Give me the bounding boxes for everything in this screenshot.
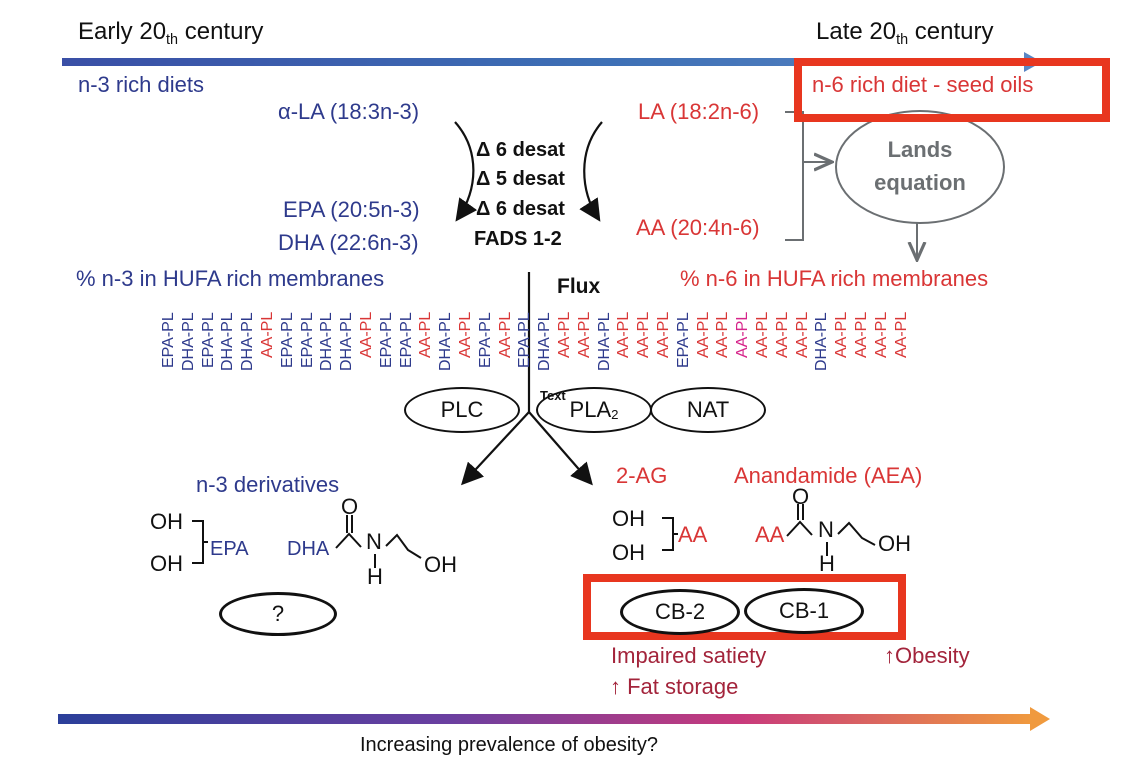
n6-amide-oh: OH (878, 531, 911, 556)
membrane-lipid-label: AA-PL (714, 312, 732, 359)
n3-derivatives-label: n-3 derivatives (196, 472, 340, 497)
n6-amide-o: O (792, 484, 810, 509)
n3-amide-oh: OH (424, 552, 457, 577)
n6-amide-n: N (818, 517, 834, 542)
n6-diol-oh2: OH (612, 540, 645, 565)
text-tag: Text (540, 388, 566, 403)
n3-amide-n: N (366, 529, 382, 554)
membrane-lipid-label: AA-PL (457, 312, 474, 359)
membrane-lipid-label: EPA-PL (516, 312, 534, 368)
n6-aea-label: Anandamide (AEA) (734, 463, 923, 488)
n6-aa-label: AA (20:4n-6) (636, 215, 760, 240)
highlight-box-receptors (583, 574, 906, 640)
membrane-lipid-label: DHA-PL (179, 312, 197, 371)
diol-brackets (192, 517, 678, 564)
early-century-label: Early 20th century (78, 18, 264, 49)
lands-line2: equation (874, 170, 966, 195)
membrane-lipid-label: EPA-PL (674, 312, 692, 368)
n3-amide-skeleton (335, 515, 422, 568)
membrane-lipid-label: EPA-PL (476, 312, 494, 368)
effect-obesity: ↑Obesity (884, 643, 970, 668)
membrane-lipid-label: AA-PL (615, 312, 633, 359)
membrane-lipid-label: AA-PL (872, 312, 890, 359)
n3-diol-oh1: OH (150, 509, 183, 534)
membrane-lipid-label: AA-PL (773, 312, 791, 359)
membrane-lipid-label: AA-PL (417, 312, 435, 359)
membrane-lipid-label: AA-PL (734, 312, 752, 359)
n6-desat-arrow (579, 121, 603, 222)
cb2-receptor-oval: CB-2 (620, 589, 740, 635)
enzyme-fads: FADS 1-2 (474, 228, 562, 250)
enzyme-step1: Δ 6 desat (476, 139, 565, 161)
membrane-lipid-label: EPA-PL (278, 312, 296, 368)
enzyme-step2: Δ 5 desat (476, 168, 565, 190)
membrane-lipid-label: EPA-PL (160, 312, 177, 368)
effect-fat-storage: ↑ Fat storage (610, 674, 739, 699)
effect-impaired-satiety: Impaired satiety (611, 643, 767, 668)
membrane-lipid-label: AA-PL (635, 312, 653, 359)
membrane-lipid-label: EPA-PL (397, 312, 415, 368)
n3-ala-label: α-LA (18:3n-3) (278, 99, 420, 124)
membrane-lipid-label: AA-PL (853, 312, 870, 359)
membrane-lipid-label: AA-PL (892, 312, 910, 359)
cb1-receptor-oval: CB-1 (744, 588, 864, 634)
membrane-lipid-label: EPA-PL (199, 312, 217, 368)
flux-lines (461, 272, 593, 486)
membrane-lipid-label: AA-PL (655, 312, 672, 359)
lands-equation-oval (835, 110, 1005, 224)
membrane-lipid-label: AA-PL (358, 312, 375, 359)
membrane-lipid-label: DHA-PL (437, 312, 455, 371)
membrane-lipid-label: EPA-PL (298, 312, 316, 368)
enzyme-step3: Δ 6 desat (476, 198, 565, 220)
flux-label: Flux (557, 275, 601, 298)
membrane-lipid-label: DHA-PL (338, 312, 356, 371)
membrane-lipid-label: EPA-PL (377, 312, 395, 368)
n3-diol-epa: EPA (210, 538, 249, 560)
late-century-label: Late 20th century (816, 18, 994, 49)
n3-diol-oh2: OH (150, 551, 183, 576)
n3-membranes-label: % n-3 in HUFA rich membranes (76, 266, 385, 291)
n6-la-label: LA (18:2n-6) (638, 99, 760, 124)
n3-amide-h: H (367, 564, 383, 589)
membrane-lipid-label: DHA-PL (239, 312, 257, 371)
plc-oval: PLC (404, 387, 520, 433)
n6-2ag-label: 2-AG (616, 463, 668, 488)
lands-line1: Lands (887, 137, 953, 162)
n3-amide-dha: DHA (287, 538, 330, 560)
n3-diet-label: n-3 rich diets (78, 72, 204, 97)
n6-amide-skeleton (786, 504, 876, 556)
membrane-lipid-label: AA-PL (259, 312, 276, 359)
membrane-lipid-label: AA-PL (833, 312, 851, 359)
n6-diol-oh1: OH (612, 506, 645, 531)
nat-oval: NAT (650, 387, 766, 433)
membrane-lipid-label: AA-PL (793, 312, 811, 359)
membrane-lipid-label: AA-PL (575, 312, 593, 359)
n3-amide-o: O (341, 494, 359, 519)
membrane-lipid-label: AA-PL (496, 312, 514, 359)
n6-diol-aa: AA (678, 522, 708, 547)
membrane-lipid-label: AA-PL (556, 312, 573, 359)
n6-amide-h: H (819, 551, 835, 576)
n6-amide-aa: AA (755, 522, 785, 547)
unknown-receptor-oval: ? (219, 592, 337, 636)
membrane-lipid-label: DHA-PL (595, 312, 613, 371)
bottom-axis-label: Increasing prevalence of obesity? (360, 734, 658, 756)
n3-desat-arrow (454, 121, 478, 222)
highlight-box-n6-diet (794, 58, 1110, 122)
membrane-lipid-label: DHA-PL (536, 312, 554, 371)
membrane-lipid-label: AA-PL (694, 312, 712, 359)
membrane-lipid-label: DHA-PL (813, 312, 831, 371)
membrane-lipid-label: DHA-PL (219, 312, 237, 371)
n3-epa-label: EPA (20:5n-3) (283, 197, 420, 222)
n3-dha-label: DHA (22:6n-3) (278, 230, 419, 255)
membrane-lipid-label: DHA-PL (318, 312, 336, 371)
membrane-lipid-label: AA-PL (754, 312, 771, 359)
n6-membranes-label: % n-6 in HUFA rich membranes (680, 266, 989, 291)
bottom-timeline-arrow (58, 707, 1050, 731)
n6-diet-label: n-6 rich diet - seed oils (812, 72, 1034, 97)
